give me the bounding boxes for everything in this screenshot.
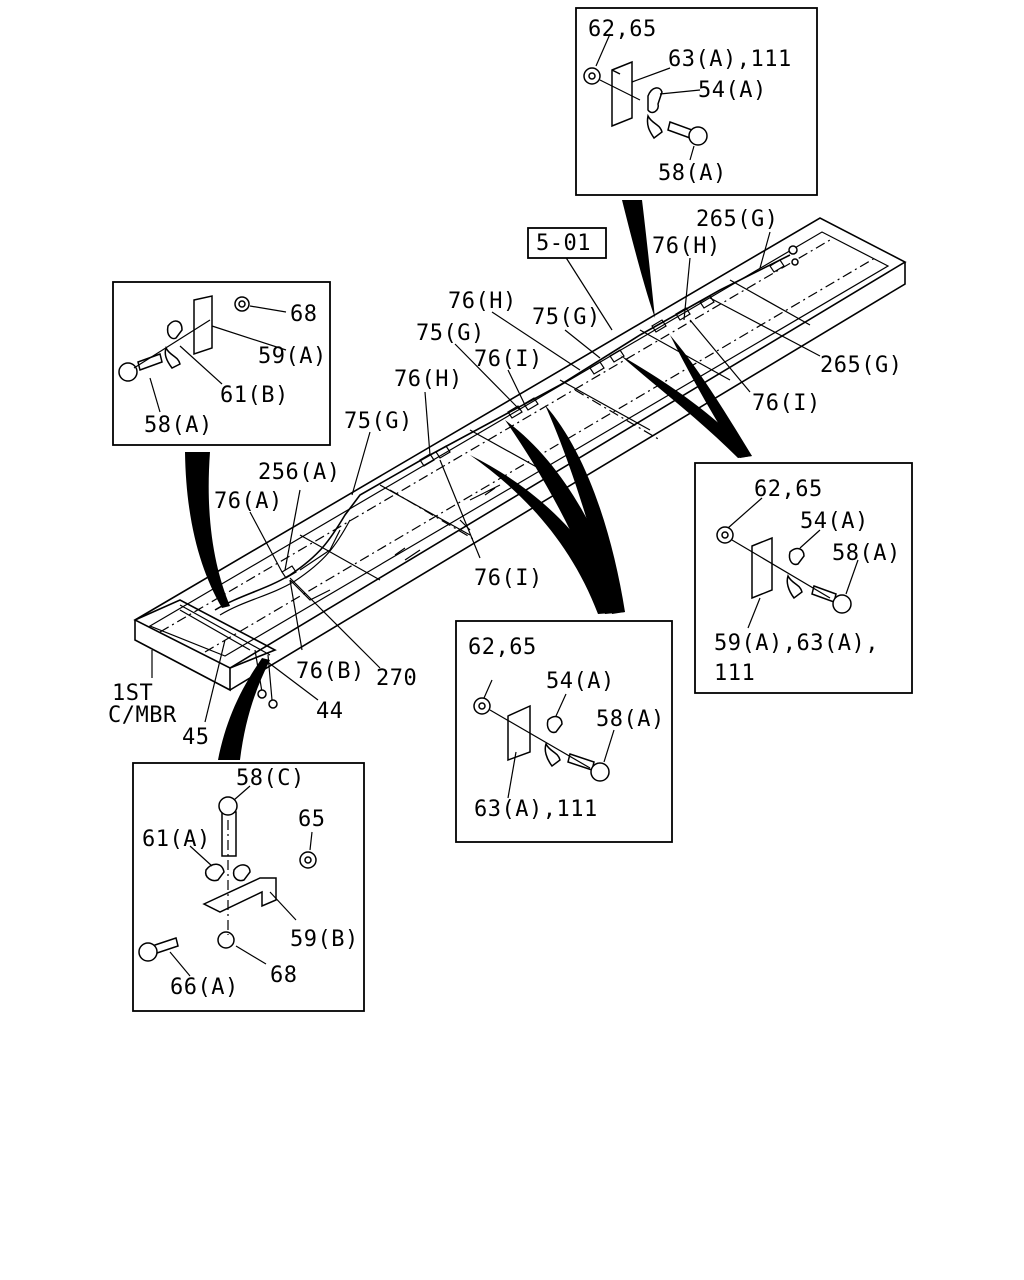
member-note-line-2: C/MBR	[108, 703, 177, 728]
callout-76i-b: 76(I)	[474, 566, 543, 591]
callout-256a: 256(A)	[258, 460, 340, 485]
detail-box-right	[694, 462, 913, 694]
callout-265g-top: 265(G)	[696, 207, 778, 232]
bottom-label-5: 66(A)	[170, 975, 239, 1000]
right-label-1: 62,65	[754, 477, 823, 502]
callout-76b: 76(B)	[296, 659, 365, 684]
left-label-4: 58(A)	[144, 413, 213, 438]
left-label-2: 59(A)	[258, 344, 327, 369]
left-label-1: 68	[290, 302, 318, 327]
detail-box-top	[575, 7, 818, 196]
top-label-3: 54(A)	[698, 78, 767, 103]
detail-leaders	[185, 200, 752, 760]
right-label-5: 111	[714, 661, 755, 686]
top-label-2: 63(A),111	[668, 47, 792, 72]
right-label-3: 58(A)	[832, 541, 901, 566]
callout-76a: 76(A)	[214, 489, 283, 514]
left-label-3: 61(B)	[220, 383, 289, 408]
callout-76i-a: 76(I)	[474, 347, 543, 372]
mid-label-4: 63(A),111	[474, 797, 598, 822]
callout-45: 45	[182, 725, 210, 750]
bottom-label-3: 61(A)	[142, 827, 211, 852]
detail-box-left	[112, 281, 331, 446]
reference-box-label: 5-01	[536, 231, 591, 256]
bottom-label-6: 68	[270, 963, 298, 988]
callout-leader-lines	[151, 231, 821, 723]
member-note-line-1: 1ST	[112, 681, 153, 706]
detail-box-middle	[455, 620, 673, 843]
mid-label-2: 54(A)	[546, 669, 615, 694]
detail-box-bottom	[132, 762, 365, 1012]
reference-box	[527, 227, 607, 259]
bottom-label-1: 58(C)	[236, 766, 305, 791]
mid-label-1: 62,65	[468, 635, 537, 660]
callout-270: 270	[376, 666, 417, 691]
callout-76h-right: 76(H)	[652, 234, 721, 259]
bottom-label-4: 59(B)	[290, 927, 359, 952]
mid-label-3: 58(A)	[596, 707, 665, 732]
top-label-4: 58(A)	[658, 161, 727, 186]
callout-76i-right: 76(I)	[752, 391, 821, 416]
callout-75g-a: 75(G)	[532, 305, 601, 330]
callout-265g-right: 265(G)	[820, 353, 902, 378]
bottom-label-2: 65	[298, 807, 326, 832]
top-label-1: 62,65	[588, 17, 657, 42]
callout-44: 44	[316, 699, 344, 724]
callout-76h-a: 76(H)	[448, 289, 517, 314]
callout-76h-b: 76(H)	[394, 367, 463, 392]
right-label-4: 59(A),63(A),	[714, 631, 879, 656]
callout-75g-b: 75(G)	[416, 321, 485, 346]
right-label-2: 54(A)	[800, 509, 869, 534]
callout-75g-c: 75(G)	[344, 409, 413, 434]
